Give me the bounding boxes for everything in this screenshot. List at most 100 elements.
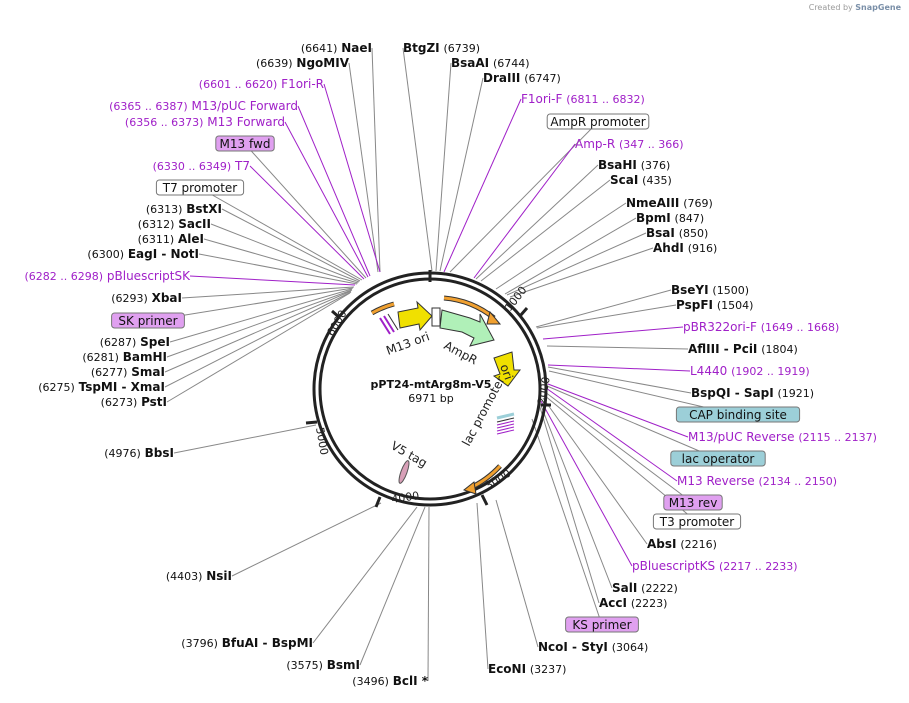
enzyme-label: (6313) BstXI [146, 202, 222, 216]
label-connector [189, 275, 356, 286]
site-position: (347 .. 366) [619, 138, 684, 151]
site-position: (2115 .. 2137) [798, 431, 877, 444]
site-name: M13 Forward [207, 115, 285, 129]
lac-arc-head [462, 481, 477, 495]
site-name: F1ori-R [281, 77, 324, 91]
site-position: (2134 .. 2150) [759, 475, 838, 488]
enzyme-label: BseYI (1500) [671, 283, 749, 297]
label-connector [231, 502, 382, 577]
label-connector [173, 424, 317, 454]
enzyme-label: (6273) PstI [101, 395, 167, 409]
primer-label: (6282 .. 6298) pBluescriptSK [25, 269, 192, 283]
site-position: (2222) [641, 582, 678, 595]
label-connector [544, 391, 694, 504]
label-connector [546, 345, 689, 350]
site-position: (6744) [493, 57, 530, 70]
site-position: (6282 .. 6298) [25, 270, 104, 283]
enzyme-label: (4403) NsiI [166, 569, 232, 583]
site-name: AflIII - PciI [688, 342, 757, 356]
enzyme-label: (6300) EagI - NotI [87, 247, 199, 261]
feature-box-label: SK primer [118, 314, 177, 328]
site-name: EagI - NotI [128, 247, 199, 261]
m13ori-hatch [379, 313, 399, 335]
site-name: pBluescriptSK [107, 269, 191, 283]
primer-label: (6356 .. 6373) M13 Forward [125, 115, 285, 129]
plasmid-name: pPT24-mtArg8m-V5 [371, 378, 492, 391]
site-position: (376) [641, 159, 671, 172]
enzyme-label: (6277) SmaI [91, 365, 165, 379]
site-name: BpmI [636, 211, 671, 225]
site-position: (6641) [301, 42, 338, 55]
scale-tick-mark [374, 496, 382, 508]
site-name: L4440 [690, 364, 727, 378]
site-name: SacII [178, 217, 211, 231]
credit-prefix: Created by [808, 3, 853, 12]
scale-tick-label: 4000 [391, 489, 421, 506]
ori-arrow [492, 351, 521, 387]
site-position: (6356 .. 6373) [125, 116, 204, 129]
site-name: PstI [141, 395, 167, 409]
label-connector [443, 98, 522, 273]
site-name: BstXI [186, 202, 222, 216]
site-position: (3575) [286, 659, 323, 672]
enzyme-label: PspFI (1504) [676, 298, 753, 312]
site-name: BamHI [123, 350, 167, 364]
feature-box [155, 179, 245, 196]
enzyme-label: BsaAI (6744) [451, 56, 530, 70]
site-position: (6313) [146, 203, 183, 216]
label-connector [546, 385, 719, 460]
label-connector [198, 253, 358, 285]
site-name: M13/pUC Reverse [688, 430, 795, 444]
label-connector [539, 402, 613, 589]
site-name: M13/pUC Forward [191, 99, 298, 113]
label-connector [480, 179, 611, 282]
enzyme-label: BspQI - SapI (1921) [691, 386, 814, 400]
enzyme-label: (3496) BclI * [352, 674, 428, 688]
site-position: (2216) [680, 538, 717, 551]
site-position: (769) [683, 197, 713, 210]
site-name: BspQI - SapI [691, 386, 774, 400]
site-position: (1921) [778, 387, 815, 400]
feature-box-label: CAP binding site [689, 408, 787, 422]
label-connector [504, 217, 637, 295]
label-connector [312, 506, 418, 644]
label-connector [359, 506, 426, 666]
site-position: (4976) [104, 447, 141, 460]
site-name: BfuAI - BspMI [222, 636, 313, 650]
site-name: SpeI [140, 335, 170, 349]
lac-promoter-hatch [496, 412, 515, 435]
site-name: AbsI [647, 537, 676, 551]
feature-box-label: lac operator [682, 452, 755, 466]
scale-tick-label: 6000 [324, 308, 349, 339]
site-name: SmaI [131, 365, 165, 379]
label-connector [536, 304, 677, 329]
enzyme-label: AhdI (916) [653, 241, 717, 255]
site-name: BsaI [646, 226, 675, 240]
label-connector [402, 47, 433, 272]
site-name: AleI [178, 232, 204, 246]
label-connector [439, 77, 484, 272]
label-connector [476, 502, 489, 670]
site-name: BsmI [327, 658, 360, 672]
site-name: NgoMIV [296, 56, 349, 70]
enzyme-label: NmeAIII (769) [626, 196, 713, 210]
label-connector [199, 187, 363, 281]
enzyme-label: EcoNI (3237) [488, 662, 566, 676]
site-position: (3064) [612, 641, 649, 654]
site-position: (6273) [101, 396, 138, 409]
site-position: (6330 .. 6349) [153, 160, 232, 173]
site-name: T7 [234, 159, 250, 173]
label-connector [181, 286, 355, 299]
label-connector [166, 292, 351, 403]
m13ori-arc-fill [371, 302, 395, 315]
site-position: (1804) [761, 343, 798, 356]
primer-label: L4440 (1902 .. 1919) [690, 364, 810, 378]
site-position: (6739) [443, 42, 480, 55]
site-position: (6811 .. 6832) [566, 93, 645, 106]
plasmid-size: 6971 bp [408, 392, 453, 405]
feature-box-label: T3 promoter [659, 515, 735, 529]
label-connector [427, 506, 430, 682]
label-connector [323, 83, 381, 273]
enzyme-label: ScaI (435) [610, 173, 672, 187]
